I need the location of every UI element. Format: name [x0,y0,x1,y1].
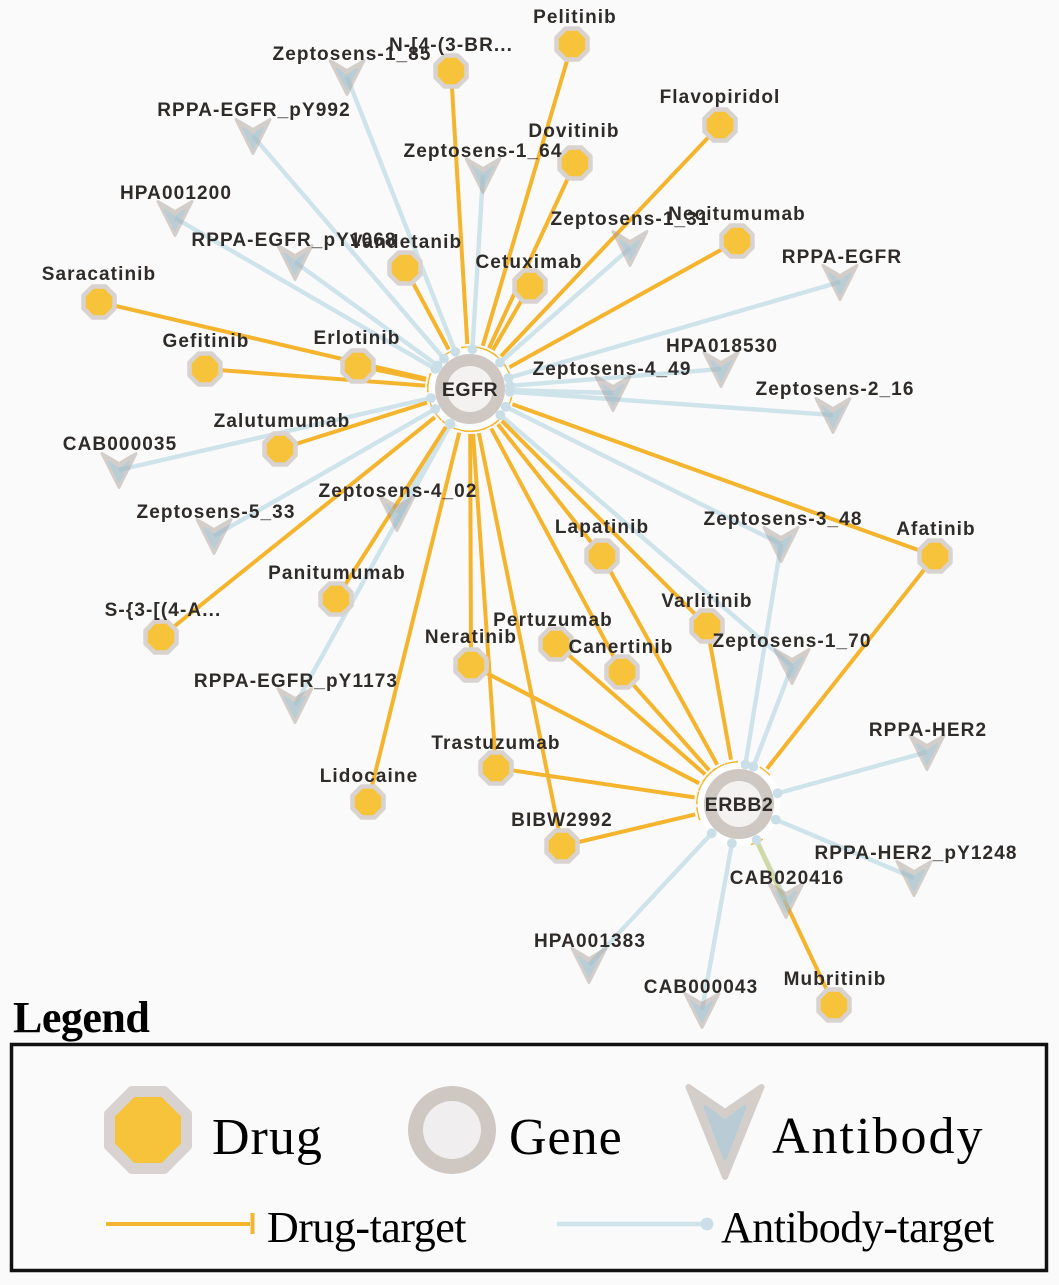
svg-text:Zeptosens-1_85: Zeptosens-1_85 [272,44,431,65]
svg-text:HPA018530: HPA018530 [666,336,778,357]
svg-text:Zalutumumab: Zalutumumab [214,411,351,432]
svg-text:N-[4-(3-BR...: N-[4-(3-BR... [389,35,513,56]
svg-text:Zeptosens-3_48: Zeptosens-3_48 [703,509,862,530]
svg-text:Gefitinib: Gefitinib [163,331,250,352]
svg-text:S-{3-[(4-A...: S-{3-[(4-A... [105,600,222,621]
svg-text:Drug-target: Drug-target [267,1203,466,1252]
svg-text:RPPA-HER2_pY1248: RPPA-HER2_pY1248 [814,843,1017,864]
svg-text:Pelitinib: Pelitinib [533,7,617,28]
svg-text:Lidocaine: Lidocaine [320,766,419,787]
svg-text:Flavopiridol: Flavopiridol [660,87,781,108]
svg-text:Pertuzumab: Pertuzumab [493,610,613,631]
svg-text:ERBB2: ERBB2 [705,794,774,816]
svg-text:Lapatinib: Lapatinib [555,517,649,538]
svg-text:Dovitinib: Dovitinib [528,121,619,142]
svg-text:Zeptosens-4_02: Zeptosens-4_02 [318,481,477,502]
svg-text:Afatinib: Afatinib [896,519,976,540]
svg-text:CAB000035: CAB000035 [63,434,177,455]
svg-text:RPPA-EGFR: RPPA-EGFR [782,247,902,268]
svg-text:Legend: Legend [13,993,149,1042]
svg-text:Antibody-target: Antibody-target [721,1203,994,1252]
svg-text:Zeptosens-5_33: Zeptosens-5_33 [136,502,295,523]
svg-text:Zeptosens-4_49: Zeptosens-4_49 [532,359,691,380]
svg-text:RPPA-HER2: RPPA-HER2 [869,720,987,741]
svg-text:HPA001383: HPA001383 [534,931,646,952]
svg-text:Varlitinib: Varlitinib [661,591,752,612]
svg-text:Canertinib: Canertinib [569,637,674,658]
svg-text:CAB020416: CAB020416 [730,868,844,889]
svg-text:Zeptosens-2_16: Zeptosens-2_16 [755,379,914,400]
svg-text:CAB000043: CAB000043 [644,977,758,998]
svg-text:Drug: Drug [212,1109,323,1166]
svg-text:Antibody: Antibody [772,1108,984,1165]
svg-text:Vandetanib: Vandetanib [350,232,462,253]
svg-text:RPPA-EGFR_pY992: RPPA-EGFR_pY992 [157,100,351,121]
svg-text:HPA001200: HPA001200 [120,183,232,204]
svg-text:Trastuzumab: Trastuzumab [431,733,560,754]
svg-text:Neratinib: Neratinib [425,627,517,648]
svg-text:Saracatinib: Saracatinib [42,264,157,285]
svg-text:BIBW2992: BIBW2992 [511,810,613,831]
svg-text:Zeptosens-1_70: Zeptosens-1_70 [712,631,871,652]
svg-text:Zeptosens-1_64: Zeptosens-1_64 [403,141,562,162]
svg-text:Zeptosens-1_31: Zeptosens-1_31 [550,209,709,230]
svg-text:Mubritinib: Mubritinib [784,969,887,990]
svg-text:EGFR: EGFR [442,379,498,401]
svg-text:Cetuximab: Cetuximab [475,252,582,273]
svg-text:Erlotinib: Erlotinib [314,328,401,349]
svg-text:RPPA-EGFR_pY1173: RPPA-EGFR_pY1173 [194,671,398,692]
svg-text:RPPA-EGFR_pY1068: RPPA-EGFR_pY1068 [191,230,396,251]
svg-text:Panitumumab: Panitumumab [268,563,406,584]
svg-text:Gene: Gene [509,1109,623,1166]
svg-text:Necitumumab: Necitumumab [668,204,806,225]
